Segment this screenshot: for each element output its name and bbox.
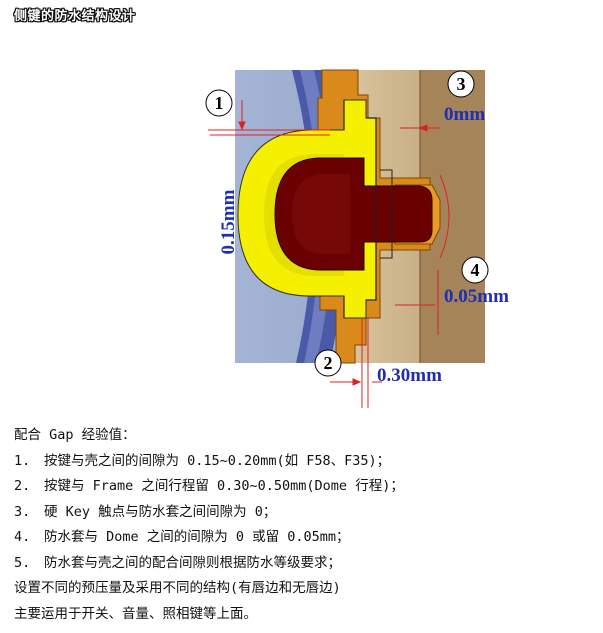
svg-text:4: 4 (471, 260, 480, 280)
callout-2: 2 (314, 349, 342, 377)
svg-text:1: 1 (215, 93, 224, 113)
note-line: 主要运用于开关、音量、照相键等上面。 (14, 605, 257, 622)
note-line: 设置不同的预压量及采用不同的结构(有唇边和无唇边) (14, 580, 341, 596)
dim-label-0-15mm: 0.15mm (218, 189, 239, 254)
callout-3: 3 (447, 70, 475, 98)
note-item: 5.防水套与壳之间的配合间隙则根据防水等级要求； (14, 554, 341, 571)
svg-text:2: 2 (324, 353, 333, 373)
callout-1: 1 (205, 89, 233, 117)
note-item: 4.防水套与 Dome 之间的间隙为 0 或留 0.05mm； (14, 529, 350, 545)
dim-label-0-30mm: 0.30mm (377, 365, 442, 386)
gap-notes: 配合 Gap 经验值： 1.按键与壳之间的间隙为 0.15~0.20mm(如 F… (14, 423, 594, 627)
page-title: 侧键的防水结构设计 (14, 9, 136, 24)
dim-label-0-05mm: 0.05mm (444, 286, 509, 307)
svg-text:3: 3 (457, 74, 466, 94)
dim-label-0mm: 0mm (444, 104, 485, 125)
waterproof-structure-diagram: 1 2 3 4 0.15mm 0.30mm 0mm 0.05mm (205, 69, 509, 408)
dimension-lines (208, 100, 450, 408)
note-item: 2.按键与 Frame 之间行程留 0.30~0.50mm(Dome 行程)； (14, 478, 404, 494)
note-item: 3.硬 Key 触点与防水套之间间隙为 0； (14, 503, 277, 520)
callout-4: 4 (461, 256, 489, 284)
note-item: 1.按键与壳之间的间隙为 0.15~0.20mm(如 F58、F35)； (14, 452, 391, 469)
notes-heading: 配合 Gap 经验值： (14, 427, 136, 443)
